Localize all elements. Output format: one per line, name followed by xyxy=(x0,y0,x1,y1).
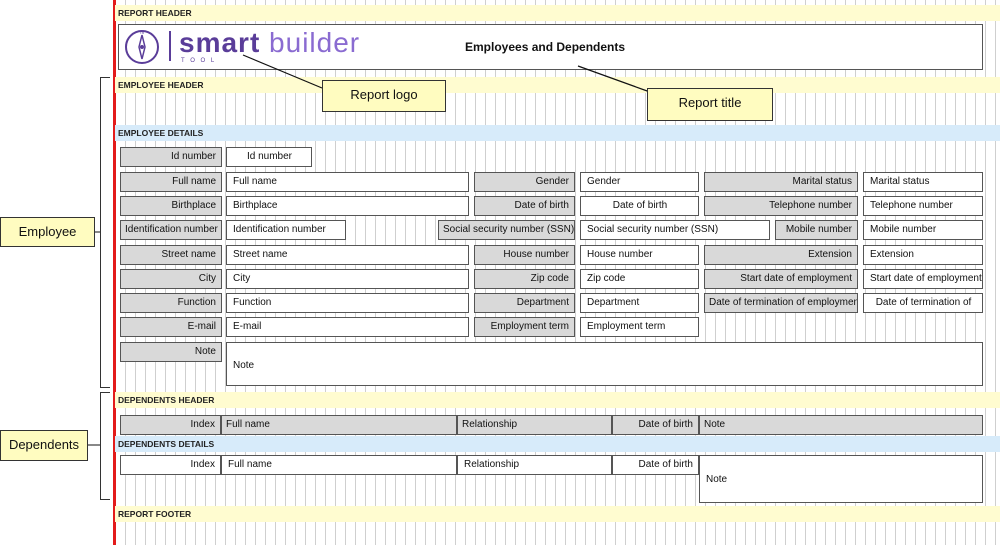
house-number-field[interactable]: House number xyxy=(580,245,699,265)
band-dependents-header[interactable]: DEPENDENTS HEADER xyxy=(115,392,1000,408)
street-name-label[interactable]: Street name xyxy=(120,245,222,265)
date-of-birth-field[interactable]: Date of birth xyxy=(580,196,699,216)
zip-code-label[interactable]: Zip code xyxy=(474,269,575,289)
band-employee-details[interactable]: EMPLOYEE DETAILS xyxy=(115,125,1000,141)
start-date-label[interactable]: Start date of employment xyxy=(704,269,858,289)
dependents-bracket xyxy=(100,392,110,500)
report-header-box[interactable] xyxy=(118,24,983,70)
termination-date-label[interactable]: Date of termination of employment xyxy=(704,293,858,313)
svg-text:N: N xyxy=(140,30,144,36)
employment-term-label[interactable]: Employment term xyxy=(474,317,575,337)
note-label[interactable]: Note xyxy=(120,342,222,362)
dependents-header-dob[interactable]: Date of birth xyxy=(612,415,699,435)
band-report-footer[interactable]: REPORT FOOTER xyxy=(115,506,1000,522)
dependents-header-index[interactable]: Index xyxy=(120,415,221,435)
left-margin-line xyxy=(113,0,116,545)
identification-number-field[interactable]: Identification number xyxy=(226,220,346,240)
ssn-field[interactable]: Social security number (SSN) xyxy=(580,220,770,240)
dependents-detail-fullname[interactable]: Full name xyxy=(221,455,457,475)
birthplace-label[interactable]: Birthplace xyxy=(120,196,222,216)
function-field[interactable]: Function xyxy=(226,293,469,313)
dependents-header-relationship[interactable]: Relationship xyxy=(457,415,612,435)
band-dependents-details[interactable]: DEPENDENTS DETAILS xyxy=(115,436,1000,452)
dependents-detail-note[interactable]: Note xyxy=(699,455,983,503)
ssn-label[interactable]: Social security number (SSN) xyxy=(438,220,575,240)
full-name-label[interactable]: Full name xyxy=(120,172,222,192)
extension-label[interactable]: Extension xyxy=(704,245,858,265)
callout-dependents: Dependents xyxy=(0,430,88,461)
mobile-number-field[interactable]: Mobile number xyxy=(863,220,983,240)
house-number-label[interactable]: House number xyxy=(474,245,575,265)
identification-number-label[interactable]: Identification number xyxy=(120,220,222,240)
department-field[interactable]: Department xyxy=(580,293,699,313)
function-label[interactable]: Function xyxy=(120,293,222,313)
telephone-number-label[interactable]: Telephone number xyxy=(704,196,858,216)
note-field[interactable]: Note xyxy=(226,342,983,386)
report-title[interactable]: Employees and Dependents xyxy=(465,40,626,54)
gender-field[interactable]: Gender xyxy=(580,172,699,192)
full-name-field[interactable]: Full name xyxy=(226,172,469,192)
telephone-number-field[interactable]: Telephone number xyxy=(863,196,983,216)
id-number-field[interactable]: Id number xyxy=(226,147,312,167)
logo-divider xyxy=(169,31,171,61)
start-date-field[interactable]: Start date of employment xyxy=(863,269,983,289)
report-logo[interactable]: N smart builder T O O L xyxy=(123,27,373,67)
city-field[interactable]: City xyxy=(226,269,469,289)
email-label[interactable]: E-mail xyxy=(120,317,222,337)
dependents-detail-dob[interactable]: Date of birth xyxy=(612,455,699,475)
dependents-detail-relationship[interactable]: Relationship xyxy=(457,455,612,475)
logo-text: smart builder xyxy=(179,27,361,58)
extension-field[interactable]: Extension xyxy=(863,245,983,265)
dependents-header-fullname[interactable]: Full name xyxy=(221,415,457,435)
compass-icon: N xyxy=(125,30,159,64)
gender-label[interactable]: Gender xyxy=(474,172,575,192)
dependents-header-note[interactable]: Note xyxy=(699,415,983,435)
email-field[interactable]: E-mail xyxy=(226,317,469,337)
id-number-label[interactable]: Id number xyxy=(120,147,222,167)
band-report-header[interactable]: REPORT HEADER xyxy=(115,5,1000,21)
marital-status-field[interactable]: Marital status xyxy=(863,172,983,192)
logo-subtext: T O O L xyxy=(181,58,217,64)
birthplace-field[interactable]: Birthplace xyxy=(226,196,469,216)
callout-report-title: Report title xyxy=(647,88,773,121)
department-label[interactable]: Department xyxy=(474,293,575,313)
zip-code-field[interactable]: Zip code xyxy=(580,269,699,289)
termination-date-field[interactable]: Date of termination of xyxy=(863,293,983,313)
callout-report-logo: Report logo xyxy=(322,80,446,112)
marital-status-label[interactable]: Marital status xyxy=(704,172,858,192)
employee-bracket xyxy=(100,77,110,388)
employment-term-field[interactable]: Employment term xyxy=(580,317,699,337)
street-name-field[interactable]: Street name xyxy=(226,245,469,265)
callout-employee: Employee xyxy=(0,217,95,247)
date-of-birth-label[interactable]: Date of birth xyxy=(474,196,575,216)
mobile-number-label[interactable]: Mobile number xyxy=(775,220,858,240)
dependents-detail-index[interactable]: Index xyxy=(120,455,221,475)
city-label[interactable]: City xyxy=(120,269,222,289)
